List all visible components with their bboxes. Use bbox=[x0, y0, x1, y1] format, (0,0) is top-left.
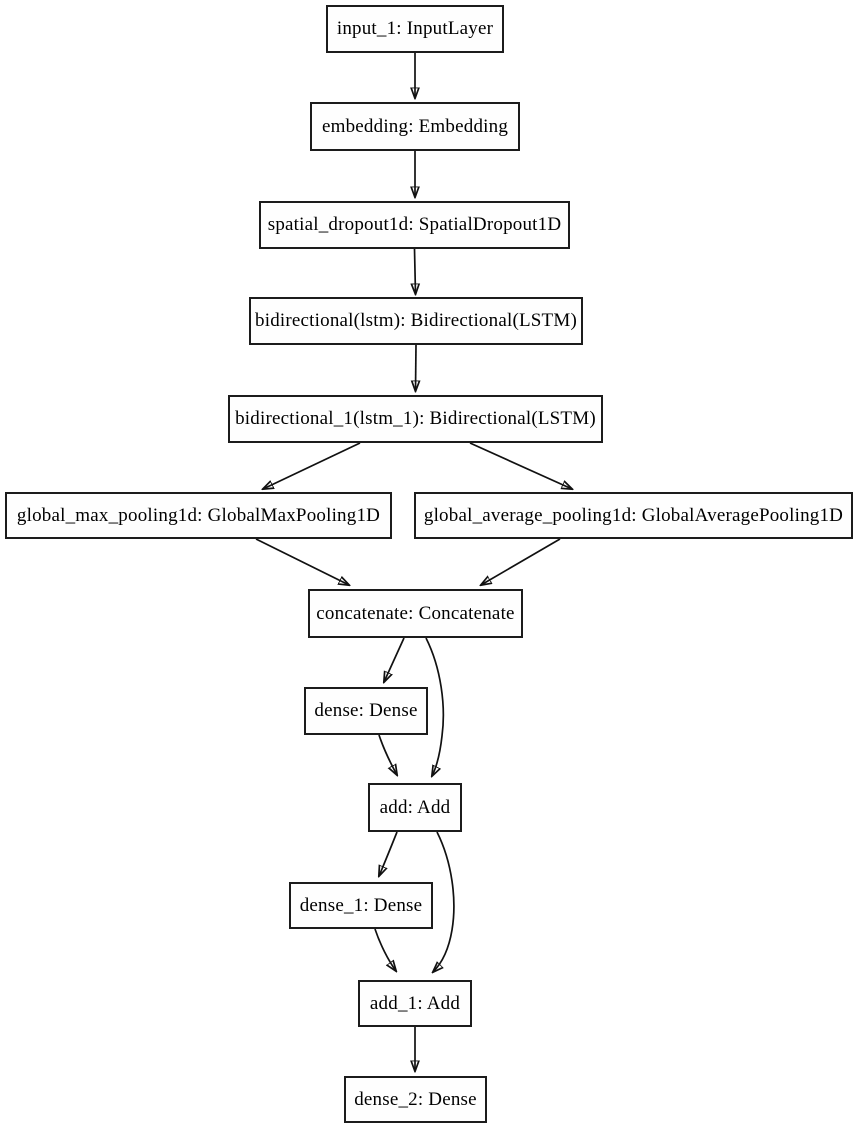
node-add: add: Add bbox=[368, 783, 462, 832]
edge-bidirectional_1-global_max_pooling1d bbox=[263, 442, 361, 489]
node-embedding: embedding: Embedding bbox=[310, 102, 520, 151]
node-dense_1: dense_1: Dense bbox=[289, 882, 433, 929]
node-input_1: input_1: InputLayer bbox=[326, 5, 504, 53]
node-bidirectional_1-lstm_1: bidirectional_1(lstm_1): Bidirectional(L… bbox=[228, 395, 603, 443]
edge-bidirectional_1-global_average_pooling1d bbox=[469, 442, 572, 489]
node-spatial_dropout1d: spatial_dropout1d: SpatialDropout1D bbox=[259, 201, 570, 249]
node-dense: dense: Dense bbox=[304, 687, 428, 735]
node-global_average_pooling1d: global_average_pooling1d: GlobalAverageP… bbox=[414, 492, 853, 539]
node-concatenate: concatenate: Concatenate bbox=[308, 589, 523, 638]
edge-concatenate-dense bbox=[384, 637, 405, 682]
edge-dense-add bbox=[378, 734, 397, 775]
node-add_1: add_1: Add bbox=[358, 980, 472, 1027]
node-bidirectional-lstm: bidirectional(lstm): Bidirectional(LSTM) bbox=[249, 297, 583, 345]
edge-add-add_1-skip bbox=[433, 831, 455, 972]
edge-concatenate-add-skip bbox=[425, 637, 445, 776]
edge-spatial_dropout1d-bidirectional bbox=[415, 248, 416, 294]
node-dense_2: dense_2: Dense bbox=[344, 1076, 487, 1123]
edge-global_max_pooling1d-concatenate bbox=[255, 538, 349, 585]
edge-bidirectional-bidirectional_1 bbox=[416, 344, 417, 391]
edge-dense_1-add_1 bbox=[374, 928, 396, 971]
edge-add-dense_1 bbox=[379, 831, 398, 876]
edge-global_average_pooling1d-concatenate bbox=[481, 538, 561, 585]
node-global_max_pooling1d: global_max_pooling1d: GlobalMaxPooling1D bbox=[5, 492, 392, 539]
